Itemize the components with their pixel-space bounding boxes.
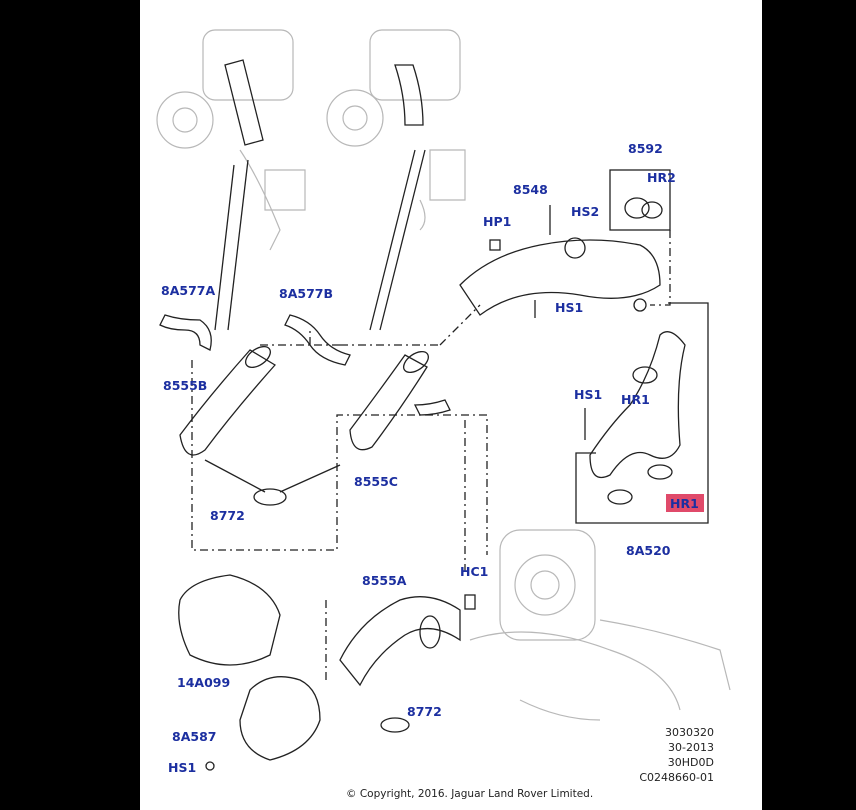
upper-hose-right — [394, 64, 424, 126]
ghost-throttle-body-left — [202, 29, 294, 101]
clamp-8772-lower — [380, 717, 410, 733]
ghost-engine-parts — [156, 29, 731, 721]
hr1-highlight — [666, 494, 704, 512]
label-8A577B[interactable]: 8A577B — [279, 286, 333, 301]
label-8555B[interactable]: 8555B — [163, 378, 207, 393]
hose-8A577B — [284, 314, 351, 366]
seal-hr2-right — [641, 201, 663, 219]
hose-8555B — [179, 349, 277, 456]
upper-hose-left — [224, 59, 264, 146]
reference-line: 30HD0D — [667, 756, 714, 769]
label-hr2[interactable]: HR2 — [647, 170, 676, 185]
parts-diagram: 8592 HR2 8548 HP1 HS2 HS1 8A577A 8A577B … — [156, 29, 731, 775]
outlet-pipe-8A520 — [589, 331, 686, 479]
ghost-water-pump-right — [326, 89, 384, 147]
label-hr1-upper[interactable]: HR1 — [621, 392, 650, 407]
bolt-hs1-lower — [205, 761, 215, 771]
hose-end — [419, 615, 441, 649]
label-8555C[interactable]: 8555C — [354, 474, 398, 489]
dash-outline-left — [191, 360, 488, 555]
label-hc1[interactable]: HC1 — [460, 564, 488, 579]
reference-block: 3030320 30-2013 30HD0D C0248660-01 — [610, 725, 714, 785]
leader-line — [379, 149, 426, 331]
ghost-water-pump-left — [156, 91, 214, 149]
seal-hr1-upper — [632, 366, 658, 384]
hose-8555A — [339, 596, 461, 687]
copyright-text: © Copyright, 2016. Jaguar Land Rover Lim… — [346, 788, 594, 800]
hose-8A577A — [159, 314, 212, 351]
label-8555A[interactable]: 8555A — [362, 573, 407, 588]
reference-line: 30-2013 — [668, 741, 714, 754]
label-14A099[interactable]: 14A099 — [177, 675, 230, 690]
label-hs1-right[interactable]: HS1 — [574, 387, 602, 402]
label-8A520[interactable]: 8A520 — [626, 543, 671, 558]
label-hs2[interactable]: HS2 — [571, 204, 599, 219]
part-labels: 8592 HR2 8548 HP1 HS2 HS1 8A577A 8A577B … — [161, 141, 699, 775]
kit-box-8592 — [609, 169, 671, 231]
label-8592[interactable]: 8592 — [628, 141, 663, 156]
housing-8A587 — [239, 676, 321, 761]
label-hp1[interactable]: HP1 — [483, 214, 511, 229]
seal-hr1-lower-right — [647, 464, 673, 480]
plug-hp1 — [489, 239, 501, 251]
kit-box-8A520 — [575, 302, 709, 524]
label-hs1-lower[interactable]: HS1 — [168, 760, 196, 775]
label-8772-upper[interactable]: 8772 — [210, 508, 245, 523]
hose-8555C — [349, 354, 428, 451]
coolant-pipe-8548 — [459, 239, 661, 316]
label-8A577A[interactable]: 8A577A — [161, 283, 215, 298]
ghost-engine-block — [499, 529, 596, 641]
pipe-outlet — [564, 237, 586, 259]
label-8548[interactable]: 8548 — [513, 182, 548, 197]
label-8772-lower[interactable]: 8772 — [407, 704, 442, 719]
clamp-8772-upper — [253, 488, 287, 506]
leader-line — [369, 149, 416, 331]
label-hs1-top[interactable]: HS1 — [555, 300, 583, 315]
connector-hc1 — [464, 594, 476, 610]
ghost-throttle-body-right — [369, 29, 461, 101]
label-hr1-lower[interactable]: HR1 — [670, 496, 699, 511]
reference-line: 3030320 — [665, 726, 714, 739]
bracket-14A099 — [178, 574, 281, 666]
diagram-sheet: 8592 HR2 8548 HP1 HS2 HS1 8A577A 8A577B … — [140, 0, 762, 810]
seal-hr1-lower-left — [607, 489, 633, 505]
parts-line-art — [159, 59, 709, 771]
leader-line — [214, 164, 235, 331]
leader-line — [227, 159, 249, 331]
seal-hr2-left — [624, 197, 650, 219]
label-8A587[interactable]: 8A587 — [172, 729, 216, 744]
reference-line: C0248660-01 — [639, 771, 714, 784]
